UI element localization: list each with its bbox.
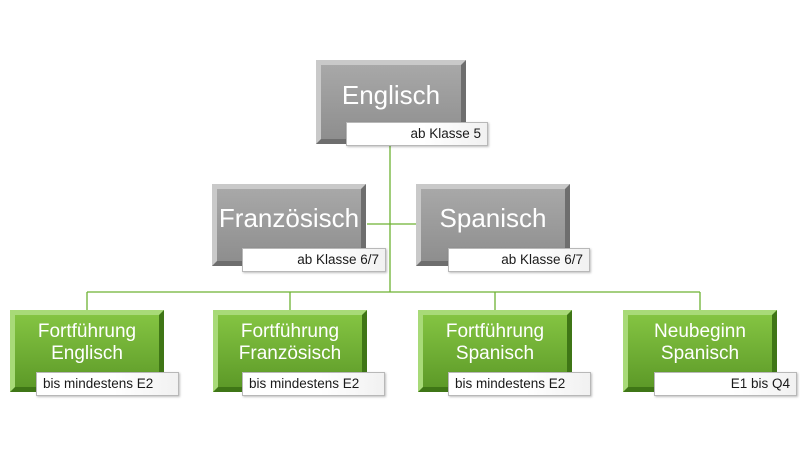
node-englisch-subtitle: ab Klasse 5 [346, 122, 488, 146]
node-fortfuehrung-franzoesisch-title: Fortführung Französisch [238, 320, 342, 364]
node-neubeginn-spanisch-subtitle: E1 bis Q4 [654, 372, 797, 396]
node-fortfuehrung-spanisch: Fortführung Spanisch [418, 310, 572, 392]
node-franzoesisch-subtitle: ab Klasse 6/7 [242, 248, 386, 272]
node-fortfuehrung-englisch-title: Fortführung Englisch [37, 320, 137, 364]
node-spanisch-subtitle: ab Klasse 6/7 [448, 248, 590, 272]
node-franzoesisch-title: Französisch [218, 202, 360, 233]
node-neubeginn-spanisch-title: Neubeginn Spanisch [654, 320, 746, 364]
node-fortfuehrung-spanisch-subtitle: bis mindestens E2 [448, 372, 591, 396]
node-englisch-title: Englisch [341, 79, 441, 110]
node-spanisch-title: Spanisch [439, 202, 547, 233]
node-fortfuehrung-spanisch-title: Fortführung Spanisch [445, 320, 545, 364]
node-fortfuehrung-englisch-subtitle: bis mindestens E2 [36, 372, 179, 396]
node-fortfuehrung-franzoesisch-subtitle: bis mindestens E2 [242, 372, 385, 396]
